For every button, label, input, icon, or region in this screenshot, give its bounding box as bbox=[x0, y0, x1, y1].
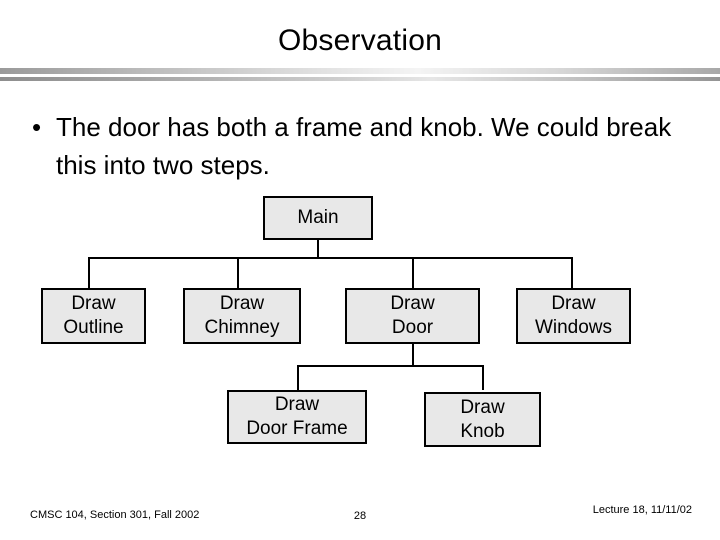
divider-gap bbox=[0, 74, 720, 77]
node-label-line2: Knob bbox=[460, 420, 505, 442]
diagram-node-draw-door-label: Draw Door bbox=[390, 292, 434, 340]
edge-drop-door bbox=[412, 257, 414, 288]
node-label-line1: Draw bbox=[71, 293, 116, 314]
edge-level2-bus bbox=[297, 365, 484, 367]
footer-page-number: 28 bbox=[353, 510, 367, 522]
node-label-line2: Door Frame bbox=[246, 418, 348, 439]
diagram-node-draw-door[interactable]: Draw Door bbox=[345, 288, 480, 344]
title-divider bbox=[0, 68, 720, 82]
footer-lecture-info: Lecture 18, 11/11/02 bbox=[592, 504, 692, 516]
diagram-node-main-label: Main bbox=[297, 207, 339, 228]
diagram-node-draw-chimney-label: Draw Chimney bbox=[205, 292, 280, 340]
divider-bar-upper bbox=[0, 68, 720, 74]
node-label-line2: Windows bbox=[534, 317, 613, 338]
diagram-node-draw-outline[interactable]: Draw Outline bbox=[41, 288, 146, 344]
edge-main-stem bbox=[317, 240, 319, 258]
node-label-line2: Door bbox=[391, 317, 434, 338]
edge-drop-chimney bbox=[237, 257, 239, 288]
diagram-node-draw-chimney[interactable]: Draw Chimney bbox=[183, 288, 301, 344]
diagram-node-draw-knob-label: Draw Knob bbox=[460, 396, 504, 444]
diagram-node-draw-windows[interactable]: Draw Windows bbox=[516, 288, 631, 344]
bullet-marker-icon: • bbox=[32, 112, 42, 142]
node-label-line1: Draw bbox=[219, 293, 265, 314]
bullet-item-text: The door has both a frame and knob. We c… bbox=[56, 112, 672, 180]
diagram-node-draw-knob[interactable]: Draw Knob bbox=[424, 392, 541, 447]
node-label-line1: Draw bbox=[460, 396, 505, 418]
bullet-list: • The door has both a frame and knob. We… bbox=[26, 108, 686, 184]
diagram-node-draw-outline-label: Draw Outline bbox=[63, 292, 123, 340]
bullet-item: • The door has both a frame and knob. We… bbox=[26, 108, 686, 184]
node-label-line1: Draw bbox=[551, 293, 596, 314]
diagram-node-draw-door-frame-label: Draw Door Frame bbox=[246, 393, 347, 441]
diagram-node-main[interactable]: Main bbox=[263, 196, 373, 240]
divider-bar-lower bbox=[0, 77, 720, 81]
node-label-line2: Chimney bbox=[204, 317, 280, 338]
node-label-line1: Draw bbox=[274, 394, 320, 415]
edge-level1-bus bbox=[88, 257, 573, 259]
node-label-line1: Draw bbox=[390, 293, 435, 314]
node-label-line2: Outline bbox=[63, 317, 124, 338]
page-title: Observation bbox=[278, 24, 442, 57]
edge-drop-outline bbox=[88, 257, 90, 288]
edge-drop-door-frame bbox=[297, 365, 299, 390]
edge-door-stem bbox=[412, 344, 414, 366]
edge-drop-windows bbox=[571, 257, 573, 288]
footer-course-info: CMSC 104, Section 301, Fall 2002 bbox=[30, 509, 200, 521]
diagram-node-draw-windows-label: Draw Windows bbox=[535, 292, 612, 340]
diagram-node-draw-door-frame[interactable]: Draw Door Frame bbox=[227, 390, 367, 444]
edge-drop-knob bbox=[482, 365, 484, 390]
